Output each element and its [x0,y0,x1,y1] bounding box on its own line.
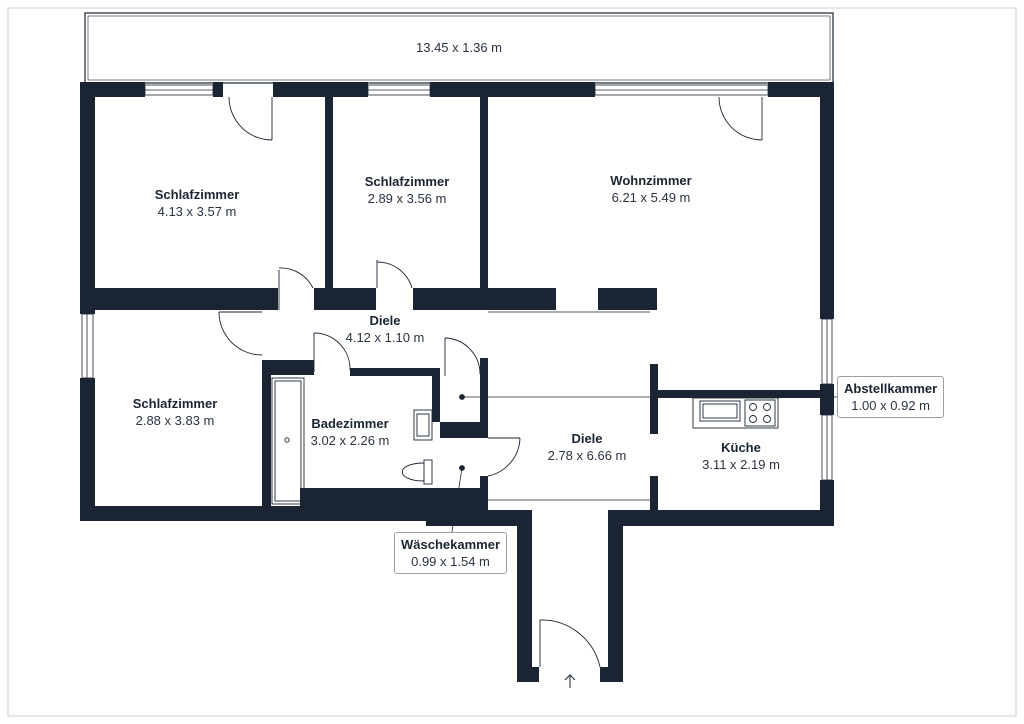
doors [218,96,763,668]
room-diele-1: Diele 4.12 x 1.10 m [346,312,425,346]
room-name: Schlafzimmer [154,187,240,202]
room-diele-2: Diele 2.78 x 6.66 m [548,430,627,464]
room-schlafzimmer-1: Schlafzimmer 4.13 x 3.57 m [155,186,240,220]
room-name: Küche [721,440,761,455]
room-name: Wohnzimmer [610,173,692,188]
sink-icon [413,409,433,441]
page-frame [7,7,1017,717]
room-wohnzimmer: Wohnzimmer 6.21 x 5.49 m [610,172,691,206]
walls [80,82,834,682]
bathtub-icon [271,377,305,505]
callout-leaders [451,394,837,533]
callout-waeschekammer: Wäschekammer 0.99 x 1.54 m [394,532,507,574]
toilet-icon [402,459,433,485]
room-name: Wäschekammer [401,537,500,552]
room-dimensions: 1.00 x 0.92 m [851,398,930,413]
room-name: Abstellkammer [844,381,938,396]
room-dimensions: 3.02 x 2.26 m [310,433,390,448]
room-schlafzimmer-2: Schlafzimmer 2.89 x 3.56 m [365,173,450,207]
room-dimensions: 2.78 x 6.66 m [547,448,627,463]
room-name: Badezimmer [311,416,389,431]
stove-icon [744,399,776,427]
room-dimensions: 6.21 x 5.49 m [611,190,691,205]
room-name: Diele [571,431,603,446]
callout-abstellkammer: Abstellkammer 1.00 x 0.92 m [837,376,945,418]
room-name: Schlafzimmer [364,174,450,189]
opening-lines [462,311,650,501]
room-dimensions: 4.13 x 3.57 m [157,204,237,219]
room-schlafzimmer-3: Schlafzimmer 2.88 x 3.83 m [133,395,218,429]
room-badezimmer: Badezimmer 3.02 x 2.26 m [311,415,390,449]
room-name: Schlafzimmer [132,396,218,411]
sink-icon [699,400,741,422]
room-name: Diele [369,313,401,328]
entrance-arrow-icon [564,674,576,688]
room-kueche: Küche 3.11 x 2.19 m [702,439,780,473]
room-dimensions: 3.11 x 2.19 m [702,457,780,472]
room-dimensions: 4.12 x 1.10 m [345,330,425,345]
room-dimensions: 2.89 x 3.56 m [367,191,447,206]
room-dimensions: 0.99 x 1.54 m [411,554,490,569]
room-dimensions: 2.88 x 3.83 m [135,413,215,428]
windows [81,84,833,481]
kitchen-counter [692,397,779,429]
balcony-dimensions: 13.45 x 1.36 m [416,40,502,55]
